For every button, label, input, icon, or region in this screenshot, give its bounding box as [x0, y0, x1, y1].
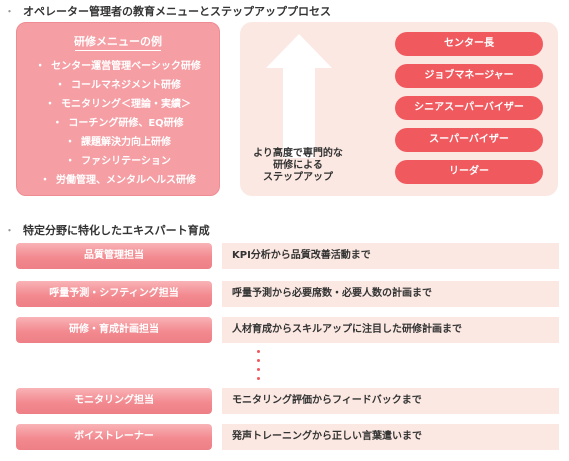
role-center-manager: センター長: [395, 32, 543, 56]
section-heading-text: 特定分野に特化したエキスパート育成: [23, 224, 210, 237]
training-menu-item: ・コールマネジメント研修: [17, 76, 219, 95]
training-menu-item-text: 課題解決力向上研修: [81, 137, 171, 148]
stepup-label-line: より高度で専門的な: [253, 148, 343, 159]
stepup-label: より高度で専門的な 研修による ステップアップ: [242, 148, 354, 184]
heading-bullet: ・: [4, 5, 15, 18]
training-menu-box: 研修メニューの例 ・センター運営管理ベーシック研修 ・コールマネジメント研修 ・…: [16, 22, 220, 196]
training-menu-item-text: モニタリング＜理論・実績＞: [61, 99, 191, 110]
expert-label-quality: 品質管理担当: [16, 243, 212, 269]
expert-desc-training: 人材育成からスキルアップに注目した研修計画まで: [222, 317, 559, 343]
up-arrow-icon: [266, 34, 332, 158]
item-bullet: ・: [52, 118, 63, 129]
section-heading-experts: ・特定分野に特化したエキスパート育成: [4, 222, 210, 238]
training-menu-title: 研修メニューの例: [74, 35, 162, 48]
training-menu-item-text: センター運営管理ベーシック研修: [51, 61, 201, 72]
training-menu-item: ・モニタリング＜理論・実績＞: [17, 95, 219, 114]
training-menu-item: ・ファシリテーション: [17, 152, 219, 171]
expert-label-training: 研修・育成計画担当: [16, 317, 212, 343]
training-menu-item-text: ファシリテーション: [81, 156, 171, 167]
expert-label-voice-trainer: ボイストレーナー: [16, 424, 212, 450]
training-menu-list: ・センター運営管理ベーシック研修 ・コールマネジメント研修 ・モニタリング＜理論…: [17, 57, 219, 190]
training-menu-item-text: 労働管理、メンタルヘルス研修: [56, 175, 196, 186]
expert-label-monitoring: モニタリング担当: [16, 388, 212, 414]
ellipsis-dots: [255, 350, 261, 380]
expert-desc-voice-trainer: 発声トレーニングから正しい言葉遣いまで: [222, 424, 559, 450]
expert-desc-monitoring: モニタリング評価からフィードバックまで: [222, 388, 559, 414]
role-leader: リーダー: [395, 160, 543, 184]
heading-bullet: ・: [4, 224, 15, 237]
training-menu-title-underline: [75, 50, 161, 51]
role-senior-supervisor: シニアスーパーバイザー: [395, 96, 543, 120]
item-bullet: ・: [40, 175, 50, 186]
item-bullet: ・: [45, 99, 55, 110]
expert-label-forecasting: 呼量予測・シフティング担当: [16, 281, 212, 307]
role-supervisor: スーパーバイザー: [395, 128, 543, 152]
training-menu-item-text: コールマネジメント研修: [71, 80, 181, 91]
item-bullet: ・: [65, 137, 75, 148]
role-job-manager: ジョブマネージャー: [395, 64, 543, 88]
stepup-panel: より高度で専門的な 研修による ステップアップ センター長 ジョブマネージャー …: [240, 22, 558, 196]
training-menu-item: ・コーチング研修、EQ研修: [17, 114, 219, 133]
stepup-label-line: 研修による: [273, 160, 323, 171]
training-menu-item: ・センター運営管理ベーシック研修: [17, 57, 219, 76]
section-heading-text: オペレーター管理者の教育メニューとステップアッププロセス: [23, 5, 331, 18]
item-bullet: ・: [35, 61, 46, 72]
item-bullet: ・: [65, 156, 76, 167]
training-menu-item: ・労働管理、メンタルヘルス研修: [17, 171, 219, 190]
expert-desc-forecasting: 呼量予測から必要席数・必要人数の計画まで: [222, 281, 559, 307]
training-menu-item-text: コーチング研修、EQ研修: [68, 118, 184, 129]
training-menu-item: ・課題解決力向上研修: [17, 133, 219, 152]
expert-desc-quality: KPI分析から品質改善活動まで: [222, 243, 559, 269]
section-heading-education: ・オペレーター管理者の教育メニューとステップアッププロセス: [4, 3, 331, 19]
item-bullet: ・: [55, 80, 65, 91]
stepup-label-line: ステップアップ: [263, 172, 333, 183]
